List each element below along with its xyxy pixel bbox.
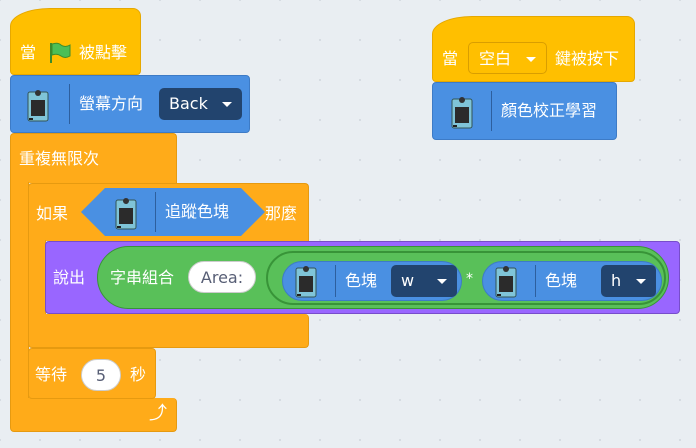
if-bottom	[28, 314, 309, 348]
join-block[interactable]: 字串組合 Area: 色塊 w * 色塊 h	[97, 246, 669, 309]
color-block-label: 色塊	[545, 271, 578, 290]
green-flag-icon	[50, 42, 71, 63]
camera-icon	[451, 95, 473, 129]
if-label: 如果	[36, 204, 69, 223]
say-label: 說出	[53, 268, 86, 287]
if-arm	[28, 240, 46, 316]
join-text-input[interactable]: Area:	[188, 261, 256, 293]
w-dropdown[interactable]: w	[391, 265, 457, 297]
camera-icon	[495, 264, 517, 298]
key-dropdown[interactable]: 空白	[468, 42, 547, 74]
if-block[interactable]: 如果 追蹤色塊 那麼	[28, 183, 309, 241]
forever-bottom: ⤴	[10, 398, 177, 432]
key-pressed-label: 鍵被按下	[555, 49, 620, 68]
when-key-pressed-hat[interactable]: 當 空白 鍵被按下	[432, 16, 635, 82]
screen-orientation-block[interactable]: 螢幕方向 Back	[10, 75, 250, 133]
track-color-condition[interactable]: 追蹤色塊	[81, 188, 265, 236]
join-label: 字串組合	[110, 268, 175, 287]
color-calibration-block[interactable]: 顏色校正學習	[432, 82, 617, 140]
say-block[interactable]: 說出 字串組合 Area: 色塊 w * 色塊 h	[45, 241, 680, 314]
color-block-h-reporter[interactable]: 色塊 h	[482, 261, 662, 301]
when-flag-clicked-hat[interactable]: 當 被點擊	[10, 8, 141, 75]
track-color-label: 追蹤色塊	[165, 202, 230, 221]
camera-icon	[295, 264, 317, 298]
orientation-dropdown[interactable]: Back	[159, 88, 242, 120]
wait-label: 等待	[35, 365, 68, 384]
loop-arrow-icon: ⤴	[149, 403, 167, 424]
h-dropdown[interactable]: h	[601, 265, 656, 297]
camera-icon	[27, 88, 49, 122]
wait-seconds-input[interactable]: 5	[81, 359, 121, 391]
wait-block[interactable]: 等待 5 秒	[28, 348, 156, 399]
then-label: 那麼	[265, 204, 298, 223]
camera-icon	[115, 196, 137, 230]
forever-label: 重複無限次	[19, 149, 100, 168]
color-block-label: 色塊	[345, 271, 378, 290]
seconds-label: 秒	[130, 365, 147, 384]
orientation-label: 螢幕方向	[79, 94, 144, 113]
forever-block[interactable]: 重複無限次	[10, 133, 177, 183]
multiply-operator: *	[466, 271, 473, 287]
clicked-label: 被點擊	[79, 43, 128, 62]
calibration-label: 顏色校正學習	[501, 101, 598, 120]
when-label: 當	[442, 49, 459, 68]
when-label: 當	[20, 43, 37, 62]
multiply-block[interactable]: 色塊 w * 色塊 h	[266, 251, 666, 305]
forever-arm	[10, 182, 29, 400]
color-block-w-reporter[interactable]: 色塊 w	[282, 261, 462, 301]
